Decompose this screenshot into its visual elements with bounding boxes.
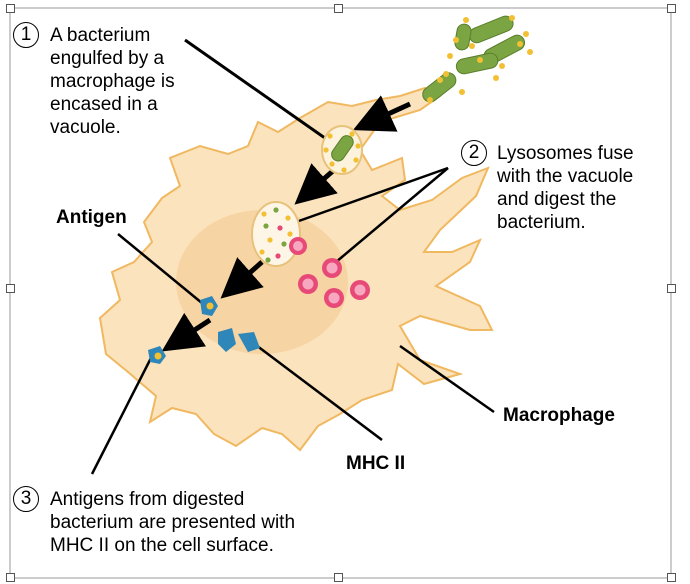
- antigen-label: Antigen: [56, 207, 127, 228]
- step-3-number: 3: [13, 486, 39, 512]
- vacuole-with-bacterium: [321, 125, 363, 175]
- resize-handle-bottom-right[interactable]: [667, 573, 676, 582]
- arrow-engulf: [352, 95, 412, 132]
- pointer-mhc: [251, 341, 383, 441]
- pointer-step3: [90, 355, 154, 475]
- step-1-number: 1: [13, 22, 39, 48]
- resize-handle-top-left[interactable]: [6, 4, 15, 13]
- pointer-step2-a: [295, 166, 449, 224]
- bacteria-chain: [422, 15, 533, 103]
- arrow-to-surface: [220, 257, 264, 299]
- resize-handle-middle-left[interactable]: [6, 284, 15, 293]
- lysosomes: [289, 237, 370, 308]
- resize-handle-middle-right[interactable]: [667, 284, 676, 293]
- resize-handle-top-right[interactable]: [667, 4, 676, 13]
- pointer-macrophage: [399, 344, 495, 414]
- step-2-number: 2: [461, 140, 487, 166]
- step-1-text: A bacterium engulfed by a macrophage is …: [50, 25, 175, 138]
- arrow-present: [161, 312, 212, 352]
- mhc-label: MHC II: [346, 453, 406, 474]
- macrophage-label: Macrophage: [503, 405, 615, 426]
- arrow-to-lysosome: [294, 163, 338, 205]
- antigen-mhc-complex: [148, 296, 260, 364]
- resize-handle-top-center[interactable]: [334, 4, 343, 13]
- pointer-step2-b: [335, 167, 449, 263]
- step-2-text: Lysosomes fuse with the vacuole and dige…: [497, 143, 634, 233]
- pointer-step1: [184, 38, 343, 152]
- resize-handle-bottom-center[interactable]: [334, 573, 343, 582]
- step-3-text: Antigens from digested bacterium are pre…: [50, 489, 296, 556]
- phagolysosome: [251, 201, 301, 267]
- pointer-antigen: [117, 233, 209, 309]
- resize-handle-bottom-left[interactable]: [6, 573, 15, 582]
